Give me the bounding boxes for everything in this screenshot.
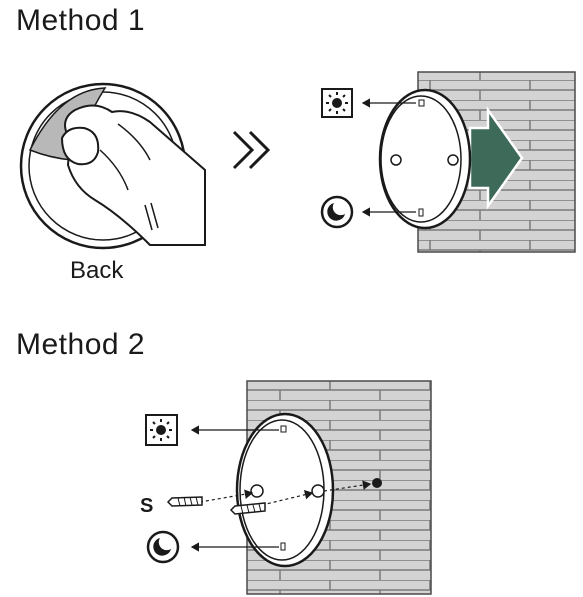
hand-peel-illustration — [19, 82, 206, 250]
arrow-right-icon — [468, 106, 524, 210]
screw-icon — [166, 496, 203, 507]
wall-mount-method-1 — [320, 71, 576, 253]
moon-icon — [320, 195, 354, 229]
double-chevron-right-icon — [232, 130, 271, 170]
screw-label: S — [140, 495, 154, 517]
screw-icon — [229, 502, 266, 515]
method-2-title: Method 2 — [16, 328, 146, 361]
wall-mount-method-2 — [145, 380, 432, 595]
sun-icon — [145, 414, 178, 446]
moon-icon — [146, 530, 180, 564]
method-1-title: Method 1 — [16, 4, 146, 37]
back-caption: Back — [70, 257, 124, 284]
sun-icon — [321, 88, 353, 118]
